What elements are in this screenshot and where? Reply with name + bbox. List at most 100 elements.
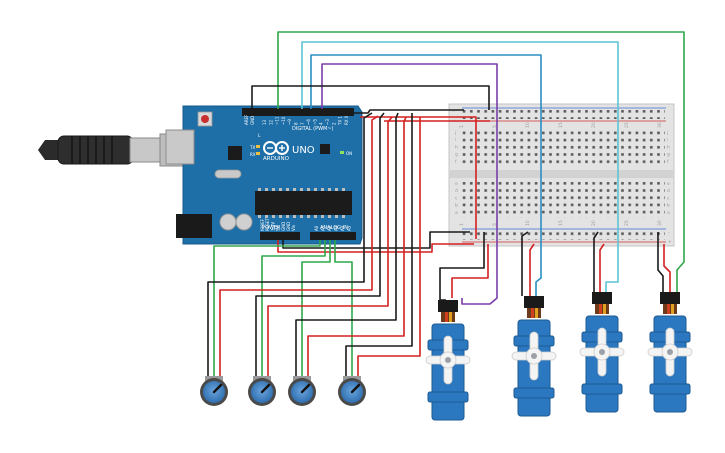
arduino-logo [263,141,289,155]
column-number: 20 [591,220,597,226]
digital-pin-label: 8 [294,122,299,125]
servo-mount-tab [427,391,469,403]
column-number: 15 [558,122,564,128]
potentiometer[interactable] [288,376,316,406]
wire-black-pot-2[interactable] [255,112,385,378]
servo-mount-tab [649,383,691,395]
capacitor [235,213,253,231]
wire-red-pot-3[interactable] [307,116,407,378]
wire-red-servo-3[interactable] [599,243,605,292]
column-number: 25 [624,220,630,226]
small-chip [320,144,330,154]
digital-header-label: DIGITAL (PWM~) [292,126,334,132]
power-pin-label: RESET [265,218,270,231]
wire-red-servo-1[interactable] [451,244,489,298]
wire-black-servo-4[interactable] [657,232,664,292]
led-rx-label: RX [250,152,256,157]
digital-pin-label: ~11 [275,116,280,125]
reset-button-cap [201,115,209,123]
digital-pin-label: 2 [331,122,336,125]
digital-header [242,108,354,116]
wire-cyan-servo-3[interactable] [301,41,619,292]
arduino-uno-board[interactable]: ARDUINO UNO DIGITAL (PWM~) POWER ANALOG … [165,105,363,245]
wire-red-pot-2[interactable] [267,116,393,378]
row-letter: d [455,188,458,194]
row-letter: e [667,182,670,187]
column-number: 1 [459,223,465,226]
wire-black-pot-1[interactable] [207,112,373,378]
pot-indicator [260,383,271,394]
analog-header [310,232,356,240]
power-jack [176,214,212,238]
wire-green-pot-2[interactable] [261,240,326,378]
servo-connector [592,292,612,304]
digital-pin-label: TX 1 [338,116,343,126]
crystal [214,169,242,179]
power-pin-label: GND [281,222,286,231]
column-number: 30 [657,220,663,226]
wire-red-pot-1[interactable] [219,115,379,378]
wire-red-servo-2[interactable] [529,243,535,296]
digital-pin-label: ~5 [312,119,317,125]
row-letter: b [667,203,670,209]
servo-motor[interactable] [647,292,693,413]
wire-red-power-5v[interactable] [277,240,474,253]
wire-black-gnd-bus[interactable] [344,109,464,114]
top-power-rail[interactable] [462,110,665,119]
wire-purple-servo-1[interactable] [321,63,498,305]
wire-black-servo-2[interactable] [521,231,529,296]
tx-led [256,145,260,148]
power-pin-label: 5V [276,225,281,231]
servo-shaft [445,357,451,363]
digital-pin-label: ~9 [287,119,292,125]
potentiometer[interactable] [200,376,228,406]
row-letter: e [455,182,458,187]
servo-motor[interactable] [425,300,471,421]
column-number: 10 [525,220,531,226]
top-terminal-strip[interactable] [462,131,665,167]
led-on-label: ON [346,151,352,156]
wire-green-servo-4[interactable] [277,31,685,292]
wire-red-servo-4[interactable] [663,244,671,292]
servo-mount-tab [513,387,555,399]
wire-red-5v-rail[interactable] [360,116,477,239]
bottom-power-rail[interactable] [462,231,665,240]
servo-motor[interactable] [511,296,557,417]
column-number: 1 [459,125,465,128]
potentiometer[interactable] [248,376,276,406]
led-l-label: L [258,133,261,139]
wire-blue-servo-2[interactable] [310,54,542,296]
wire-black-pot-4[interactable] [345,113,413,378]
gnd-label: GND [250,116,255,125]
bottom-terminal-strip[interactable] [462,182,665,218]
wire-black-servo-3[interactable] [593,231,599,292]
wire-green-pot-1[interactable] [213,240,321,378]
usb-chip [228,146,242,160]
wire-green-pot-4[interactable] [334,240,353,378]
digital-pin-label: 4 [319,122,324,125]
rx-led [256,152,260,155]
wire-red-pot-4[interactable] [357,117,421,378]
row-letter: g [667,153,670,158]
analog-pin-label: A2 [327,225,332,231]
atmega-chip [255,191,352,215]
rail-minus-label-bottom: - [668,231,670,236]
wire-black-gnd-rail[interactable] [251,85,490,110]
digital-pin-label: ~10 [281,116,286,125]
servo-motor[interactable] [579,292,625,413]
servo-shaft [667,349,673,355]
row-letter: d [667,188,670,194]
servo-shaft [531,353,537,359]
row-letter: j [666,130,668,136]
potentiometer[interactable] [338,376,366,406]
digital-pin-label: 12 [268,119,273,125]
wire-black-pot-3[interactable] [295,112,399,378]
analog-pin-label: A4 [340,225,345,231]
center-channel [449,170,674,178]
wire-green-pot-3[interactable] [301,240,331,378]
